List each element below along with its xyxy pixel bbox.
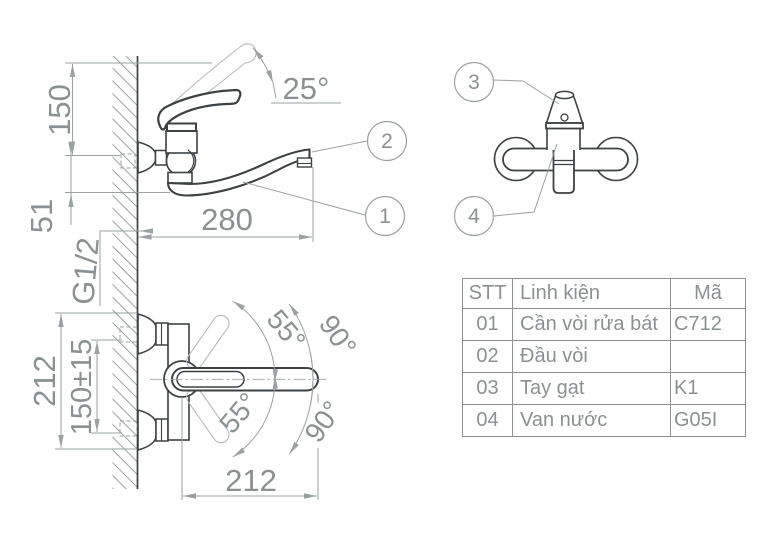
row3-code: K1 [670,372,746,405]
handle-cone-top [554,90,575,100]
cartridge-body-side [165,130,198,154]
callout-circle-4 [453,195,495,237]
col-header-stt: STT [462,278,513,309]
thread-leader [99,230,152,306]
row4-code: G05I [670,404,746,437]
angle-90-lower-label: 90° [298,395,348,447]
callout-3-number: 3 [468,71,480,94]
callout-1-number: 1 [379,205,391,228]
inlet-dashed-square-side [120,153,136,169]
side-view-dimensions [65,47,408,306]
callout-2-number: 2 [381,130,393,153]
row2-stt: 02 [462,340,513,373]
callout-4-number: 4 [468,205,480,228]
dim-150-15-label: 150±15 [66,339,98,436]
wall-section [112,56,139,489]
table-row: 03 Tay gạt K1 [462,372,746,405]
arc-55-lower [232,375,279,458]
row1-stt: 01 [462,308,513,341]
escutcheon-side [137,140,157,175]
mount-nut-side [154,149,168,166]
row1-code: C712 [670,308,746,341]
wall-hatching [112,56,138,489]
parts-table-header-row: STT Linh kiện Mã [462,278,746,309]
inlet-dashed-square-top2 [119,420,138,437]
spout-collar [167,171,193,184]
callout-circle-1 [364,195,406,237]
callout4-leader [493,143,558,217]
callout1-leader [242,181,366,216]
callout-circle-3 [453,61,495,103]
body-inner-arc [187,149,195,173]
col-header-code: Mã [670,278,746,309]
row2-part: Đầu vòi [512,340,671,373]
callout-circle-2 [366,120,408,162]
col-header-part: Linh kiện [512,278,671,309]
lever-handle-side [157,88,242,131]
row1-part: Cần vòi rửa bát [512,308,671,341]
inlet-dashed-square-top1 [119,326,138,343]
valve-body-front [552,150,575,194]
row4-stt: 04 [462,404,513,437]
dim-150-label: 150 [42,84,77,136]
handle-collar-side [166,122,197,132]
handle-base-ring [545,122,584,130]
escutcheon-top2 [137,408,157,452]
front-view-callouts [453,61,560,237]
table-row: 02 Đầu vòi [462,340,746,373]
escutcheon-top1 [137,312,157,356]
parts-table: STT Linh kiện Mã 01 Cần vòi rửa bát C712… [462,278,746,437]
row3-stt: 03 [462,372,513,405]
arc-55-upper [232,300,279,383]
handle-base-front [546,127,581,150]
side-view-drawing [137,43,313,197]
callout3-leader [493,79,560,105]
aerator [296,157,313,168]
dim-212-left-label: 212 [27,355,62,407]
row2-code [670,340,746,373]
angle-55-lower-label: 55° [213,387,264,439]
angle-90-upper-label: 90° [313,309,363,361]
arc-90-lower [288,351,314,455]
dim-212-bottom-label: 212 [225,463,277,498]
angle-25-label: 25° [283,71,330,106]
table-row: 04 Van nước G05I [462,404,746,437]
angle-arc-25 [252,47,274,84]
row4-part: Van nước [512,404,671,437]
row3-part: Tay gạt [512,372,671,405]
handle-screw-hole [560,113,569,122]
callout2-leader [311,140,368,153]
dim-51-label: 51 [24,199,59,233]
thread-size-label: G1/2 [65,236,106,306]
table-row: 01 Cần vòi rửa bát C712 [462,308,746,341]
top-view-dimensions [55,300,326,500]
front-view-drawing [493,90,639,194]
dim-280-label: 280 [201,202,253,237]
angle-55-upper-label: 55° [261,304,312,356]
